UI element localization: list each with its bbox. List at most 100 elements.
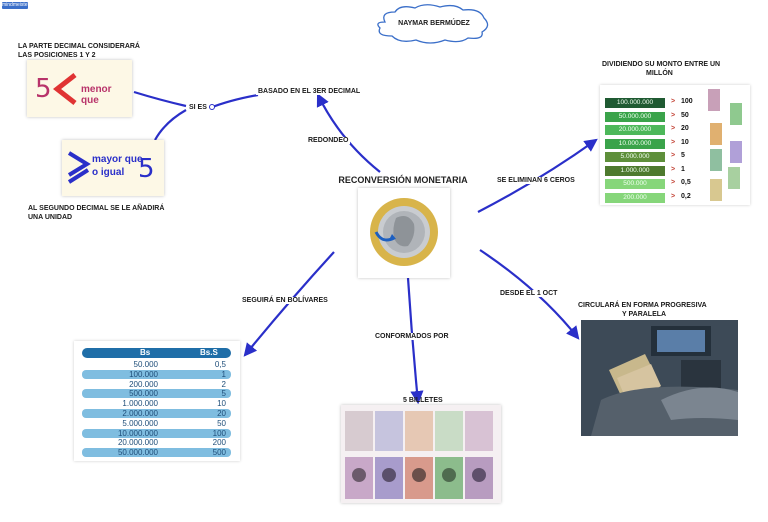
conversion-row: 5.000.000 >5 bbox=[605, 152, 705, 162]
conversion-arrow: > bbox=[671, 138, 676, 146]
conversion-arrow: > bbox=[671, 125, 676, 132]
conversion-from: 20.000.000 bbox=[605, 125, 665, 135]
conversion-to: 50 bbox=[681, 111, 689, 119]
conversion-row: 500.000>0,5 bbox=[605, 179, 705, 189]
label-circulara-1: CIRCULARÁ EN FORMA PROGRESIVA bbox=[578, 302, 707, 309]
conversion-row: 50.000.000 >50 bbox=[605, 111, 705, 122]
five-digit-2: 5 bbox=[138, 154, 155, 184]
atm-photo bbox=[581, 320, 738, 436]
conversion-row: 1.000.000 >1 bbox=[605, 165, 705, 176]
conversion-to: 1 bbox=[681, 165, 685, 173]
conversion-row: 20.000.000 >20 bbox=[605, 125, 705, 135]
conversion-to: 20 bbox=[681, 125, 689, 132]
cell-bs: 200.000 bbox=[129, 379, 158, 389]
conversion-panel: 100.000.000>100 50.000.000 >50 20.000.000 >2… bbox=[600, 85, 750, 205]
less-than-card: 5 menor que bbox=[27, 60, 132, 117]
table-row: 2.000.000 20 bbox=[82, 409, 231, 418]
conversion-from: 500.000 bbox=[605, 179, 665, 189]
cell-bss: 500 bbox=[212, 448, 226, 458]
cell-bs: 20.000.000 bbox=[117, 438, 158, 448]
label-desde[interactable]: DESDE EL 1 OCT bbox=[498, 290, 560, 297]
cell-bss: 1 bbox=[221, 369, 226, 379]
table-row: 10.000.000 100 bbox=[82, 428, 231, 438]
greater-equal-icon bbox=[67, 151, 91, 184]
mayor-que-text-1: mayor que bbox=[92, 154, 143, 165]
less-than-icon bbox=[53, 73, 77, 105]
label-conformados[interactable]: CONFORMADOS POR bbox=[373, 333, 451, 340]
arrow-basado-to-sies bbox=[209, 93, 259, 110]
label-si-es[interactable]: SI ES bbox=[187, 104, 209, 111]
conversion-arrow: > bbox=[671, 152, 676, 159]
table-row: 50.000 0,5 bbox=[82, 360, 231, 369]
label-parte-decimal-2: LAS POSICIONES 1 Y 2 bbox=[18, 52, 96, 59]
conversion-to: 0,2 bbox=[681, 192, 691, 200]
arrow-sies-to-lt bbox=[133, 90, 187, 108]
coin-image bbox=[370, 198, 438, 266]
mayor-que-text-2: o igual bbox=[92, 167, 125, 178]
cell-bss: 100 bbox=[212, 428, 226, 438]
central-topic[interactable]: RECONVERSIÓN MONETARIA bbox=[338, 175, 468, 185]
arrow-to-billetes bbox=[406, 277, 424, 405]
table-row: 5.000.000 50 bbox=[82, 419, 231, 428]
table-header: Bs Bs.S bbox=[82, 348, 231, 358]
banknotes-photo bbox=[341, 405, 501, 503]
conversion-arrow: > bbox=[671, 111, 676, 119]
header-bss: Bs.S bbox=[200, 348, 218, 357]
arrow-to-redondeo bbox=[316, 93, 381, 173]
label-seguira[interactable]: SEGUIRÁ EN BOLÍVARES bbox=[240, 297, 330, 304]
cell-bs: 10.000.000 bbox=[117, 428, 158, 438]
cell-bs: 500.000 bbox=[129, 389, 158, 399]
conversion-from: 1.000.000 bbox=[605, 165, 665, 176]
arrow-to-eliminan bbox=[477, 138, 598, 213]
title-text: NAYMAR BERMÚDEZ bbox=[398, 20, 470, 27]
label-circulara-2: Y PARALELA bbox=[622, 311, 667, 318]
cell-bss: 0,5 bbox=[214, 360, 226, 369]
label-eliminan[interactable]: SE ELIMINAN 6 CEROS bbox=[495, 177, 577, 184]
banknotes-image bbox=[345, 411, 493, 499]
conversion-arrow: > bbox=[671, 165, 676, 173]
conversion-arrow: > bbox=[671, 179, 676, 186]
label-dividiendo-2: MILLÓN bbox=[646, 70, 673, 77]
cell-bs: 50.000 bbox=[133, 360, 158, 369]
app-logo[interactable]: mindmeister bbox=[2, 2, 30, 9]
label-parte-decimal-1: LA PARTE DECIMAL CONSIDERARÁ bbox=[18, 43, 140, 50]
coin-photo bbox=[358, 188, 450, 278]
greater-equal-card: mayor que o igual 5 bbox=[62, 140, 164, 196]
conversion-to: 100 bbox=[681, 98, 693, 105]
conversion-arrow: > bbox=[671, 98, 676, 105]
table-row: 20.000.000 200 bbox=[82, 438, 231, 447]
cell-bs: 2.000.000 bbox=[122, 409, 158, 418]
label-redondeo[interactable]: REDONDEO bbox=[306, 137, 351, 144]
conversion-row: 10.000.000>10 bbox=[605, 138, 705, 149]
arrow-sies-to-gt bbox=[154, 109, 187, 141]
cell-bss: 10 bbox=[217, 399, 226, 409]
conversion-from: 50.000.000 bbox=[605, 111, 665, 122]
five-digit: 5 bbox=[35, 74, 52, 104]
sies-node-dot bbox=[209, 104, 215, 110]
atm-image bbox=[581, 320, 738, 436]
table-row: 200.000 2 bbox=[82, 380, 231, 389]
conversion-row: 100.000.000>100 bbox=[605, 98, 705, 108]
cell-bss: 200 bbox=[212, 438, 226, 448]
label-segundo-decimal-2: UNA UNIDAD bbox=[28, 214, 73, 221]
label-dividiendo-1: DIVIDIENDO SU MONTO ENTRE UN bbox=[602, 61, 721, 68]
conversion-from: 5.000.000 bbox=[605, 152, 665, 162]
header-bs: Bs bbox=[140, 348, 151, 357]
cell-bss: 50 bbox=[217, 418, 226, 428]
conversion-from: 200.000 bbox=[605, 192, 665, 203]
cell-bss: 5 bbox=[221, 389, 226, 399]
conversion-arrow: > bbox=[671, 192, 676, 200]
label-billetes: 5 BILLETES bbox=[403, 397, 443, 404]
cell-bs: 5.000.000 bbox=[122, 418, 158, 428]
conversion-to: 5 bbox=[681, 152, 685, 159]
cell-bss: 20 bbox=[217, 409, 226, 418]
cell-bss: 2 bbox=[221, 379, 226, 389]
banknotes-thumbnail-icon bbox=[708, 89, 742, 201]
label-basado[interactable]: BASADO EN EL 3ER DECIMAL bbox=[256, 88, 363, 95]
label-segundo-decimal-1: AL SEGUNDO DECIMAL SE LE AÑADIRÁ bbox=[28, 205, 165, 212]
conversion-row: 200.000 >0,2 bbox=[605, 192, 705, 203]
